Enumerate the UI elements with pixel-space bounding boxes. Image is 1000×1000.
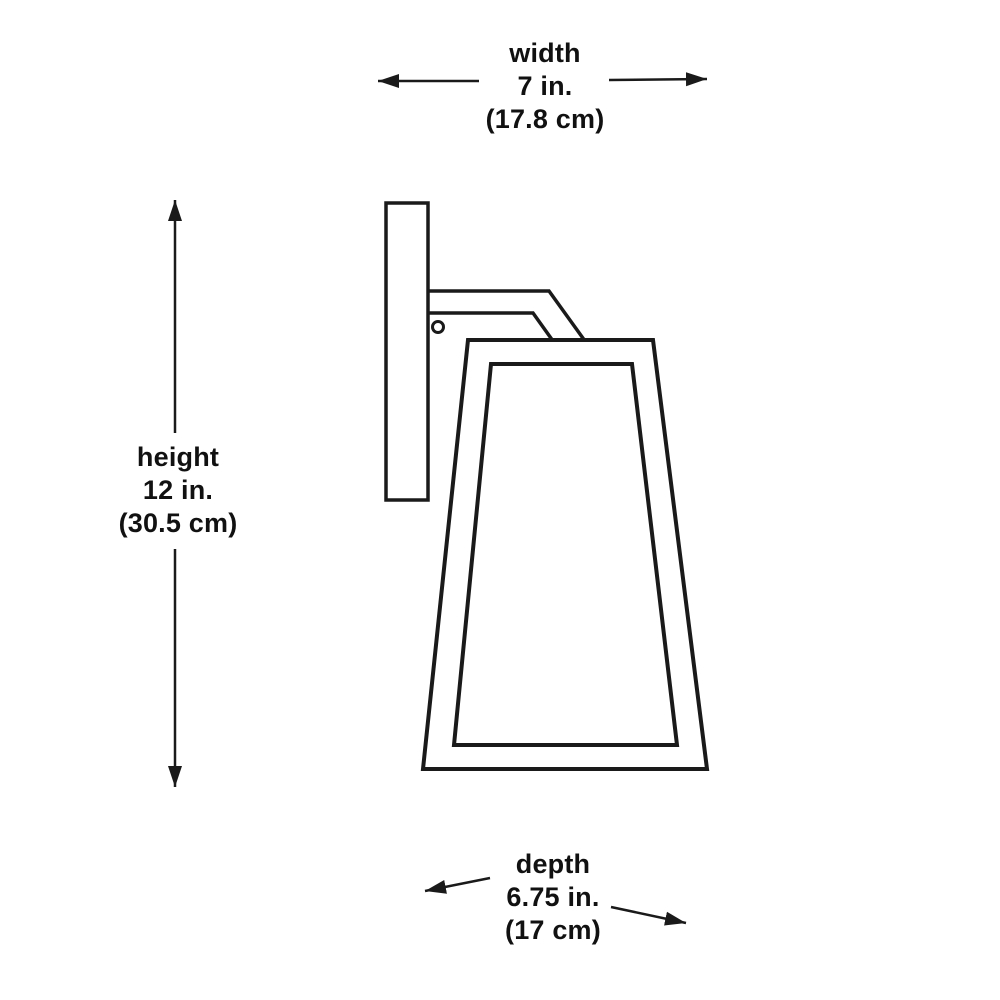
width-label: width [509,38,581,68]
mounting-arm-bottom [428,311,555,343]
width-dimension-label: width 7 in. (17.8 cm) [445,37,645,136]
width-inches: 7 in. [517,71,573,101]
mounting-arm-top [428,289,587,343]
depth-arrow-left [424,876,491,894]
height-label: height [136,442,220,472]
width-arrow-right [608,72,708,87]
depth-arrow-right [610,905,687,926]
height-inches: 12 in. [142,475,214,505]
height-centimeters: (30.5 cm) [118,508,238,538]
depth-label: depth [515,849,591,879]
depth-dimension-label: depth 6.75 in. (17 cm) [453,848,653,947]
arm-screw [431,320,445,334]
wall-plate [384,201,430,502]
width-centimeters: (17.8 cm) [485,104,605,134]
height-dimension-label: height 12 in. (30.5 cm) [78,441,278,540]
depth-inches: 6.75 in. [506,882,600,912]
shade-inner [451,362,680,747]
depth-centimeters: (17 cm) [505,915,601,945]
